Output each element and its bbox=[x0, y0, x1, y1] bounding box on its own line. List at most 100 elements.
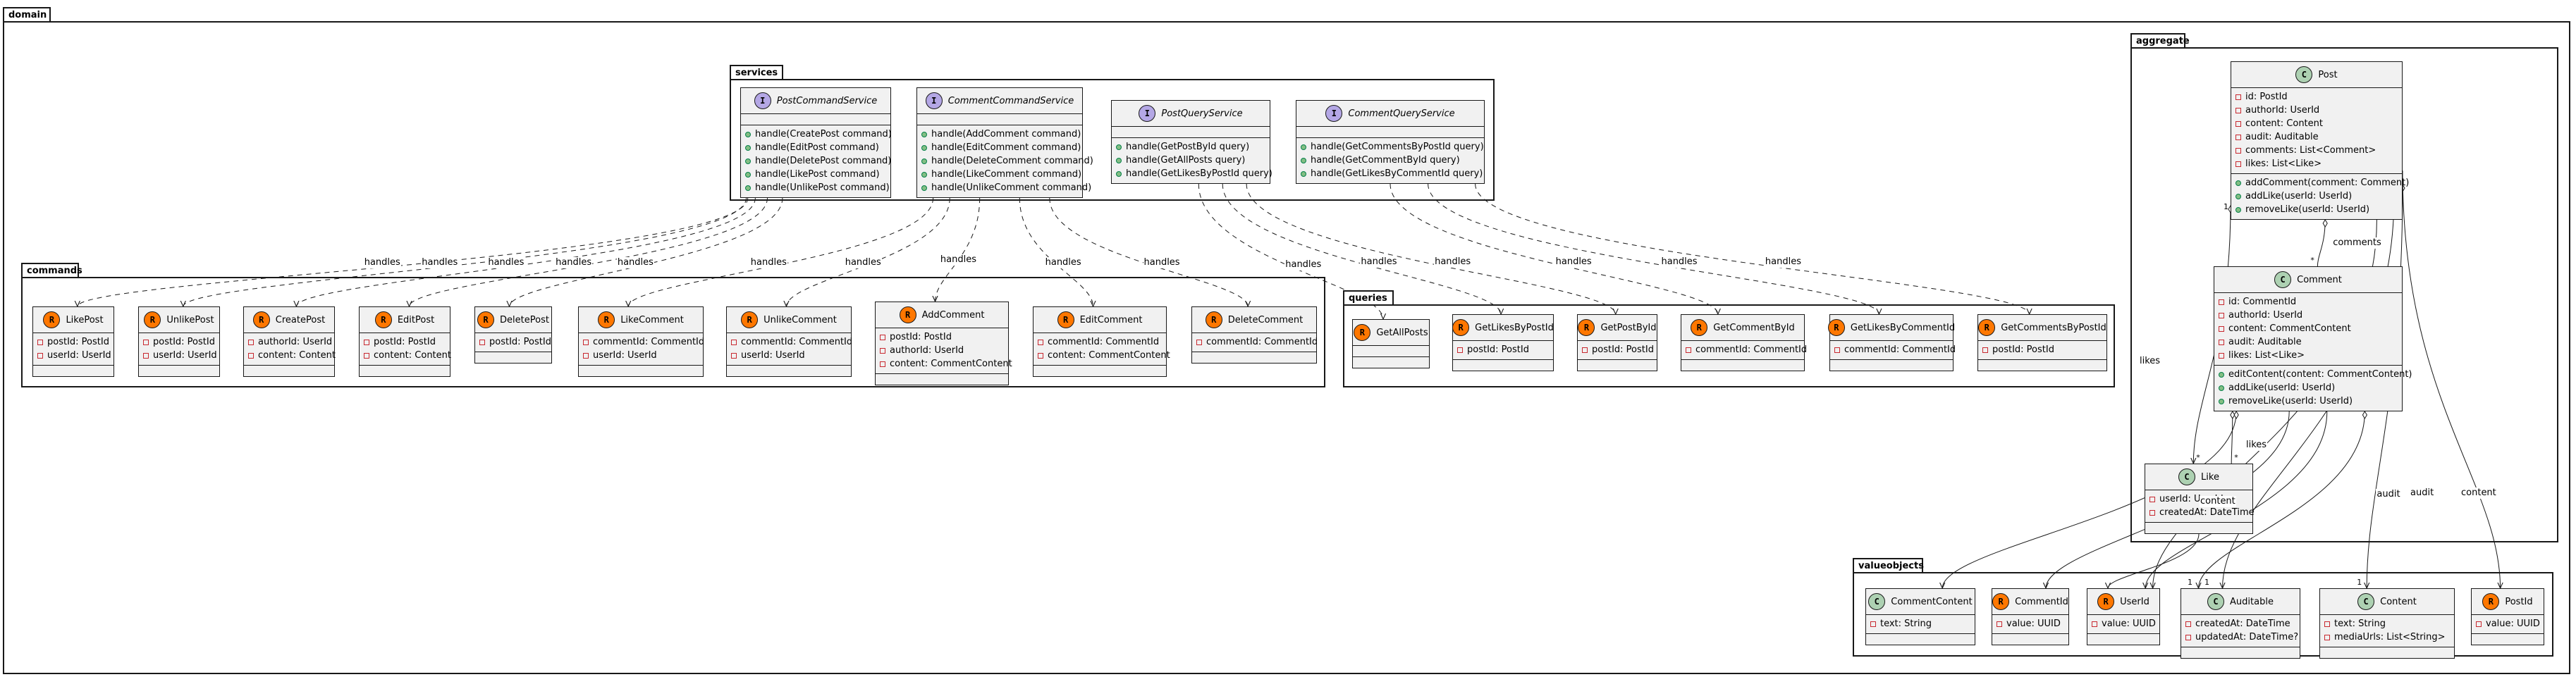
private-visibility-icon bbox=[143, 339, 149, 345]
interface-badge-icon: I bbox=[1139, 105, 1156, 122]
field-text: content: Content bbox=[374, 350, 451, 361]
private-visibility-icon bbox=[1870, 621, 1876, 627]
method-text: handle(GetAllPosts query) bbox=[1126, 155, 1246, 166]
field-row: authorId: UserId bbox=[2219, 309, 2398, 322]
record-badge-icon: R bbox=[1452, 319, 1470, 336]
public-visibility-icon bbox=[921, 158, 927, 164]
handles-dependency-line bbox=[410, 197, 768, 306]
method-row: handle(UnlikePost command) bbox=[745, 181, 890, 194]
field-row: authorId: UserId bbox=[248, 335, 332, 349]
package-tab-commands: commands bbox=[21, 263, 82, 278]
handles-label: handles bbox=[1660, 256, 1698, 268]
private-visibility-icon bbox=[583, 339, 589, 345]
field-text: text: String bbox=[2334, 619, 2386, 629]
field-row: userId: UserId bbox=[37, 349, 111, 362]
content-label: content bbox=[2460, 487, 2497, 499]
method-text: handle(EditPost command) bbox=[755, 142, 879, 153]
methods-section bbox=[2087, 634, 2159, 645]
private-visibility-icon bbox=[2235, 120, 2241, 127]
method-row: handle(DeleteComment command) bbox=[921, 154, 1093, 168]
methods-section: handle(GetPostById query)handle(GetAllPo… bbox=[1112, 138, 1272, 183]
private-visibility-icon bbox=[2149, 509, 2155, 516]
record-badge-icon: R bbox=[1578, 319, 1595, 336]
methods-section bbox=[475, 352, 551, 363]
method-text: handle(DeletePost command) bbox=[755, 156, 892, 166]
class-name: CommentCommandService bbox=[947, 95, 1074, 106]
class-name: Comment bbox=[2297, 274, 2342, 285]
handles-dependency-line bbox=[183, 197, 747, 306]
class-name: DeleteComment bbox=[1227, 314, 1304, 325]
private-visibility-icon bbox=[731, 339, 737, 345]
private-visibility-icon bbox=[2235, 134, 2241, 140]
method-row: editContent(content: CommentContent) bbox=[2219, 368, 2412, 381]
methods-section bbox=[139, 366, 219, 376]
likes-label: likes bbox=[2139, 356, 2161, 367]
fields-section: value: UUID bbox=[2087, 615, 2159, 634]
private-visibility-icon bbox=[880, 361, 885, 367]
field-row: userId: UserId bbox=[143, 349, 217, 362]
field-row: postId: PostId bbox=[1457, 343, 1549, 356]
interface-badge-icon: I bbox=[1325, 105, 1343, 122]
fields-section: value: UUID bbox=[2472, 615, 2544, 634]
private-visibility-icon bbox=[1457, 347, 1463, 353]
field-text: createdAt: DateTime bbox=[2159, 507, 2255, 518]
field-row: postId: PostId bbox=[37, 335, 109, 349]
field-text: postId: PostId bbox=[153, 337, 215, 347]
field-text: commentId: CommentId bbox=[741, 337, 853, 347]
private-visibility-icon bbox=[1982, 347, 1988, 353]
field-text: userId: UserId bbox=[47, 350, 111, 361]
field-row: value: UUID bbox=[2092, 617, 2156, 631]
field-text: likes: List<Like> bbox=[2245, 159, 2322, 169]
package-tab-aggregate: aggregate bbox=[2130, 33, 2190, 48]
methods-section bbox=[1453, 360, 1553, 371]
field-row: content: CommentContent bbox=[1038, 349, 1170, 362]
public-visibility-icon bbox=[745, 131, 751, 137]
field-row: postId: PostId bbox=[1982, 343, 2102, 356]
field-text: content: CommentContent bbox=[2228, 323, 2351, 334]
class-name: CommentContent bbox=[1891, 596, 1973, 607]
class-name: PostCommandService bbox=[776, 95, 878, 106]
field-row: mediaUrls: List<String> bbox=[2324, 631, 2450, 644]
handles-dependency-line bbox=[1475, 183, 2030, 314]
private-visibility-icon bbox=[2324, 621, 2330, 627]
field-row: comments: List<Comment> bbox=[2235, 144, 2398, 157]
